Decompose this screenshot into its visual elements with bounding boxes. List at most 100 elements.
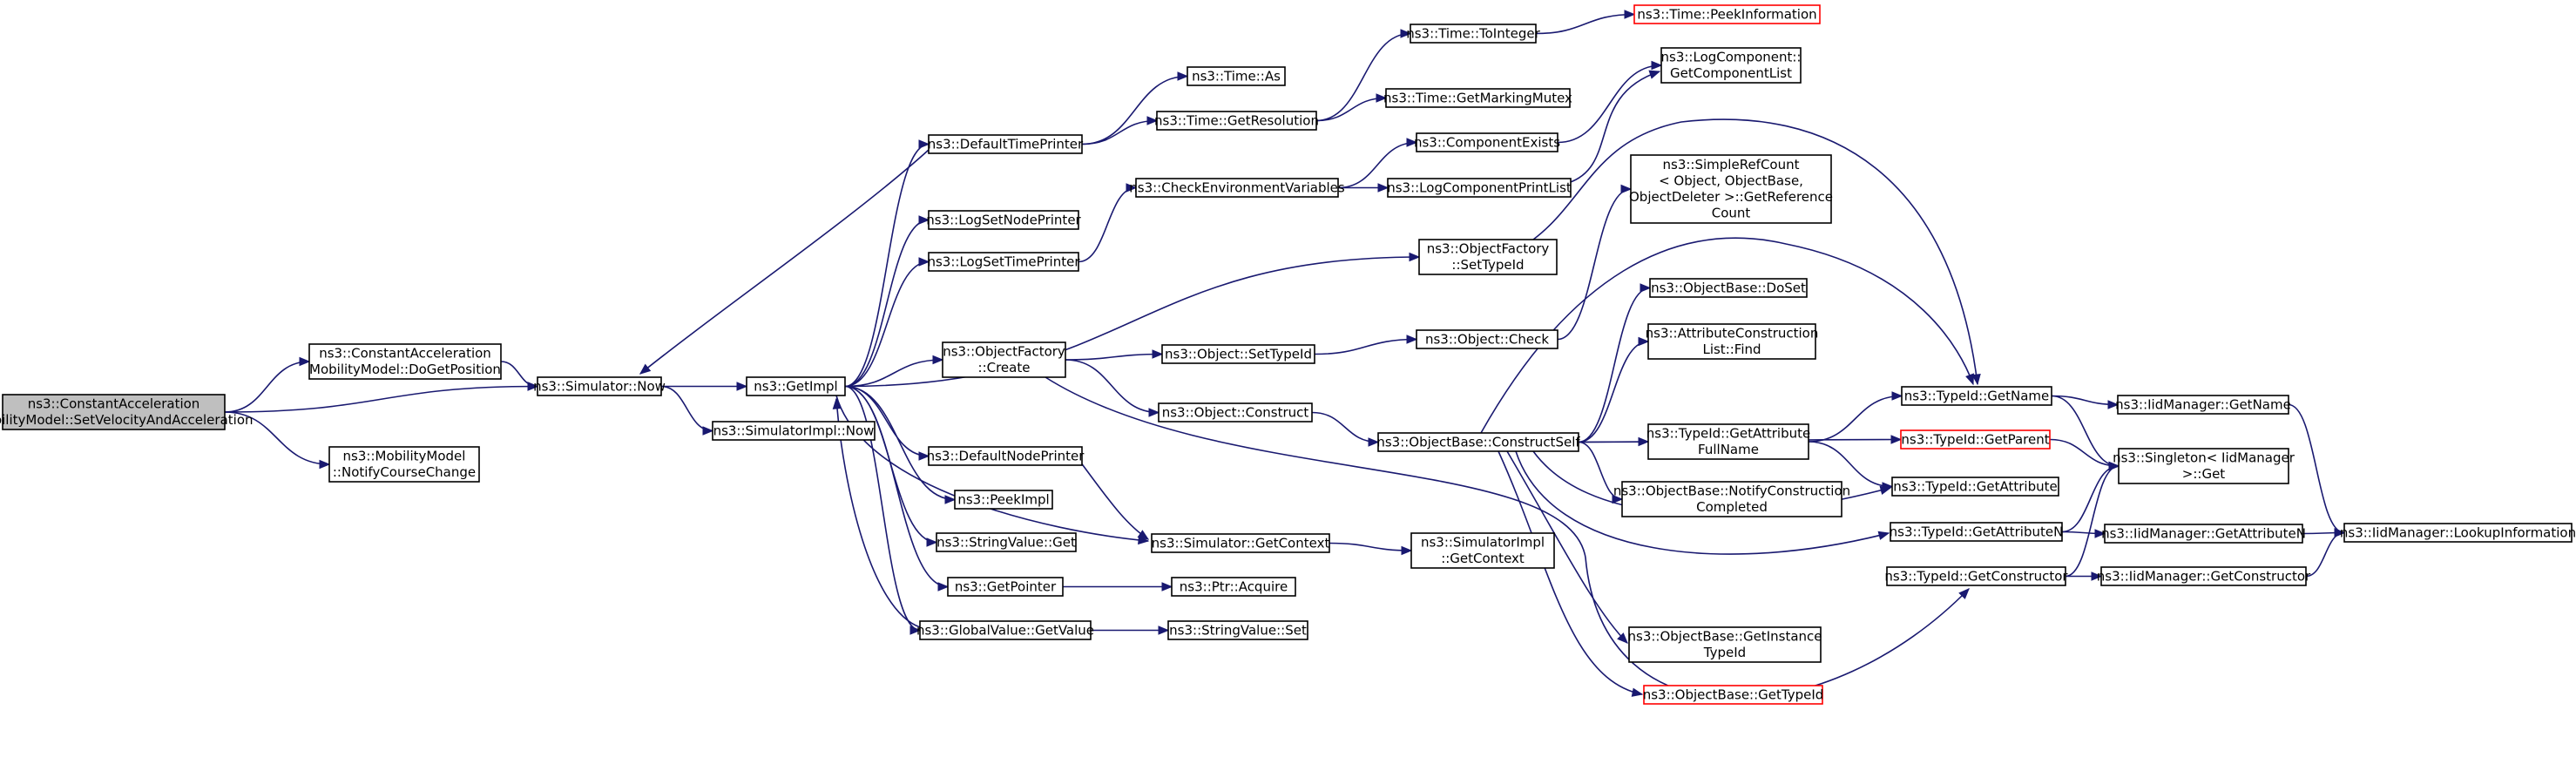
node-box	[954, 490, 1053, 510]
edge-line	[1532, 118, 1978, 385]
node-iidManagerGetConstructor[interactable]: ns3::IidManager::GetConstructor	[2097, 566, 2311, 586]
node-simulatorGetContext[interactable]: ns3::Simulator::GetContext	[1151, 533, 1330, 553]
edge-arrowhead	[1958, 588, 1970, 599]
node-objectFactoryCreate[interactable]: ns3::ObjectFactory::Create	[942, 341, 1066, 378]
node-label: ns3::SimulatorImpl	[1421, 535, 1545, 551]
node-ptrAcquire[interactable]: ns3::Ptr::Acquire	[1171, 577, 1296, 597]
edge-objectBaseConstructSelf-to-typeIdGetAttributeN	[1515, 450, 1890, 555]
node-objectBaseNotifyConstructionCompleted[interactable]: ns3::ObjectBase::NotifyConstructionCompl…	[1613, 481, 1850, 517]
node-label: ::SetTypeId	[1451, 257, 1524, 273]
node-simulatorImplGetContext[interactable]: ns3::SimulatorImpl::GetContext	[1410, 532, 1555, 569]
node-box	[919, 620, 1092, 640]
node-objectFactorySetTypeId[interactable]: ns3::ObjectFactory::SetTypeId	[1418, 239, 1558, 275]
node-objectBaseConstructSelf[interactable]: ns3::ObjectBase::ConstructSelf	[1376, 432, 1580, 452]
node-objectBaseDoSet[interactable]: ns3::ObjectBase::DoSet	[1649, 278, 1808, 298]
node-box	[1187, 66, 1286, 86]
edge-line	[639, 149, 930, 375]
node-notifyCourseChange[interactable]: ns3::MobilityModel::NotifyCourseChange	[328, 446, 480, 483]
node-getImpl[interactable]: ns3::GetImpl	[746, 376, 846, 396]
node-simpleRefCountGetReferenceCount[interactable]: ns3::SimpleRefCount< Object, ObjectBase,…	[1629, 154, 1833, 224]
node-label: ns3::StringValue::Get	[936, 534, 1076, 550]
node-label: ns3::ObjectBase::GetInstance	[1628, 629, 1822, 645]
node-iidManagerGetName[interactable]: ns3::IidManager::GetName	[2115, 395, 2291, 415]
node-box	[1900, 429, 2051, 450]
node-timeGetMarkingMutex[interactable]: ns3::Time::GetMarkingMutex	[1383, 88, 1572, 108]
node-logSetNodePrinter[interactable]: ns3::LogSetNodePrinter	[926, 210, 1082, 230]
node-getPointer[interactable]: ns3::GetPointer	[947, 577, 1064, 597]
node-label: ns3::ComponentExists	[1414, 134, 1560, 150]
node-stringValueGet[interactable]: ns3::StringValue::Get	[936, 532, 1077, 552]
node-iidManagerGetAttributeN[interactable]: ns3::IidManager::GetAttributeN	[2101, 524, 2306, 544]
node-logComponentGetComponentList[interactable]: ns3::LogComponent::GetComponentList	[1660, 47, 1802, 84]
edge-simulatorNow-to-getImpl	[660, 382, 748, 391]
node-simulatorNow[interactable]: ns3::Simulator::Now	[533, 376, 666, 396]
node-typeIdGetAttributeN[interactable]: ns3::TypeId::GetAttributeN	[1890, 522, 2064, 542]
node-timeToInteger[interactable]: ns3::Time::ToInteger	[1406, 24, 1541, 44]
node-objectBaseGetTypeId[interactable]: ns3::ObjectBase::GetTypeId	[1643, 685, 1824, 705]
node-typeIdGetParent[interactable]: ns3::TypeId::GetParent	[1900, 429, 2051, 450]
node-box	[746, 376, 846, 396]
node-typeIdGetName[interactable]: ns3::TypeId::GetName	[1901, 386, 2052, 406]
node-peekImpl[interactable]: ns3::PeekImpl	[954, 490, 1053, 510]
node-defaultNodePrinter[interactable]: ns3::DefaultNodePrinter	[927, 446, 1085, 466]
node-timePeekInformation[interactable]: ns3::Time::PeekInformation	[1633, 4, 1821, 24]
node-objectConstruct[interactable]: ns3::Object::Construct	[1158, 402, 1313, 423]
node-box	[1647, 323, 1816, 360]
node-timeGetResolution[interactable]: ns3::Time::GetResolution	[1154, 111, 1319, 131]
edge-typeIdGetConstructor-to-iidManagerGetConstructor	[2066, 571, 2103, 581]
node-iidManagerLookupInformation[interactable]: ns3::IidManager::LookupInformation	[2340, 523, 2576, 543]
edge-line	[1079, 461, 1149, 540]
node-box	[1135, 178, 1339, 198]
edge-arrowhead	[1640, 283, 1652, 293]
node-box	[2104, 524, 2303, 544]
edge-objectBaseConstructSelf-to-objectBaseGetInstanceTypeId	[1506, 450, 1628, 644]
edge-arrowhead	[918, 451, 930, 461]
edge-line	[1315, 97, 1387, 122]
edge-simulatorGetContext-to-simulatorImplGetContext	[1329, 542, 1413, 556]
edge-typeIdGetParent-to-singletonGet	[2049, 438, 2120, 471]
node-box	[936, 532, 1077, 552]
edge-arrowhead	[1368, 437, 1380, 447]
edge-line	[1808, 441, 1893, 488]
edge-arrowhead	[1877, 531, 1890, 540]
node-label: ns3::TypeId::GetName	[1904, 388, 2049, 403]
node-typeIdGetAttribute[interactable]: ns3::TypeId::GetAttribute	[1891, 477, 2059, 497]
node-simulatorImplNow[interactable]: ns3::SimulatorImpl::Now	[712, 421, 876, 441]
node-checkEnvVars[interactable]: ns3::CheckEnvironmentVariables	[1129, 178, 1345, 198]
node-doGetPosition[interactable]: ns3::ConstantAccelerationMobilityModel::…	[308, 343, 502, 380]
edge-getPointer-to-ptrAcquire	[1062, 582, 1173, 592]
node-defaultTimePrinter[interactable]: ns3::DefaultTimePrinter	[928, 134, 1084, 154]
node-singletonGet[interactable]: ns3::Singleton< IidManager>::Get	[2113, 448, 2295, 484]
node-label: ns3::SimpleRefCount	[1663, 157, 1800, 172]
edge-line	[844, 219, 930, 388]
node-logSetTimePrinter[interactable]: ns3::LogSetTimePrinter	[927, 252, 1080, 272]
edge-arrowhead	[909, 625, 922, 635]
edge-arrowhead	[932, 355, 944, 365]
node-logComponentPrintList[interactable]: ns3::LogComponentPrintList	[1387, 178, 1572, 198]
node-objectCheck[interactable]: ns3::Object::Check	[1416, 329, 1558, 349]
edge-line	[1078, 186, 1137, 263]
node-componentExists[interactable]: ns3::ComponentExists	[1414, 132, 1560, 152]
edge-line	[1081, 75, 1188, 145]
node-objectSetTypeId[interactable]: ns3::Object::SetTypeId	[1161, 344, 1315, 364]
edge-arrowhead	[1148, 408, 1160, 417]
node-timeAs[interactable]: ns3::Time::As	[1187, 66, 1286, 86]
node-label: ns3::MobilityModel	[343, 449, 466, 464]
node-root[interactable]: ns3::ConstantAccelerationMobilityModel::…	[0, 394, 254, 430]
node-globalValueGetValue[interactable]: ns3::GlobalValue::GetValue	[916, 620, 1094, 640]
node-label: ns3::LogSetTimePrinter	[927, 254, 1080, 269]
edge-arrowhead	[1624, 10, 1636, 19]
node-stringValueSet[interactable]: ns3::StringValue::Set	[1167, 620, 1308, 640]
edge-arrowhead	[1137, 530, 1150, 540]
edge-line	[844, 385, 921, 632]
node-label: ::Create	[978, 360, 1031, 375]
edge-line	[1578, 287, 1651, 443]
node-typeIdGetConstructor[interactable]: ns3::TypeId::GetConstructor	[1884, 566, 2068, 586]
edge-typeIdGetConstructor-to-singletonGet	[2065, 461, 2120, 578]
node-box	[1901, 386, 2052, 406]
node-label: ns3::ConstantAcceleration	[28, 396, 200, 412]
edge-line	[1535, 13, 1635, 35]
